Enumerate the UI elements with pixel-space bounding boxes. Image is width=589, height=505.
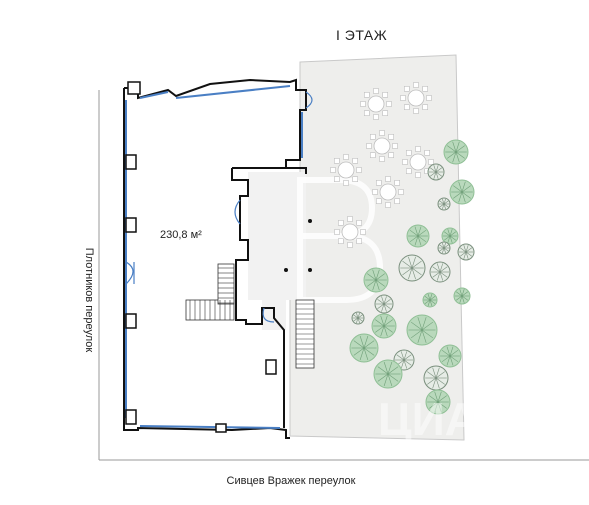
tree-icon (427, 163, 445, 181)
door-icon (125, 91, 313, 323)
tree-icon (449, 179, 475, 205)
tree-icon (453, 287, 471, 305)
tree-icon (373, 359, 403, 389)
restaurant-tables (330, 82, 434, 248)
courtyard-trees (349, 139, 475, 415)
tree-icon (437, 197, 451, 211)
street-boundaries (98, 90, 589, 461)
tree-icon (423, 365, 449, 391)
tree-icon (398, 254, 426, 282)
building-walls (123, 78, 307, 439)
street-label-bottom: Сивцев Вражек переулок (227, 475, 356, 487)
column-dots (284, 219, 312, 272)
table-icon (334, 216, 366, 248)
street-label-left: Плотников переулок (83, 248, 95, 353)
floor-title: I ЭТАЖ (336, 27, 387, 43)
tree-icon (371, 313, 397, 339)
watermark-text: ЦИАН (378, 393, 511, 445)
tree-icon (406, 314, 438, 346)
table-icon (360, 88, 392, 120)
tree-icon (443, 139, 469, 165)
table-icon (366, 130, 398, 162)
tree-icon (429, 261, 451, 283)
area-label: 230,8 м² (160, 229, 202, 241)
tree-icon (363, 267, 389, 293)
tree-icon (457, 243, 475, 261)
tree-icon (351, 311, 365, 325)
table-icon (330, 154, 362, 186)
tree-icon (425, 389, 451, 415)
windows (125, 85, 303, 429)
tree-icon (437, 241, 451, 255)
inner-hall (248, 172, 306, 330)
tree-icon (349, 333, 379, 363)
tree-icon (406, 224, 430, 248)
tree-icon (438, 344, 462, 368)
tree-icon (422, 292, 438, 308)
table-icon (400, 82, 432, 114)
columns (125, 81, 277, 433)
tree-icon (374, 294, 394, 314)
table-icon (402, 146, 434, 178)
table-icon (372, 176, 404, 208)
tree-icon (441, 227, 459, 245)
stair-steps (189, 267, 314, 365)
